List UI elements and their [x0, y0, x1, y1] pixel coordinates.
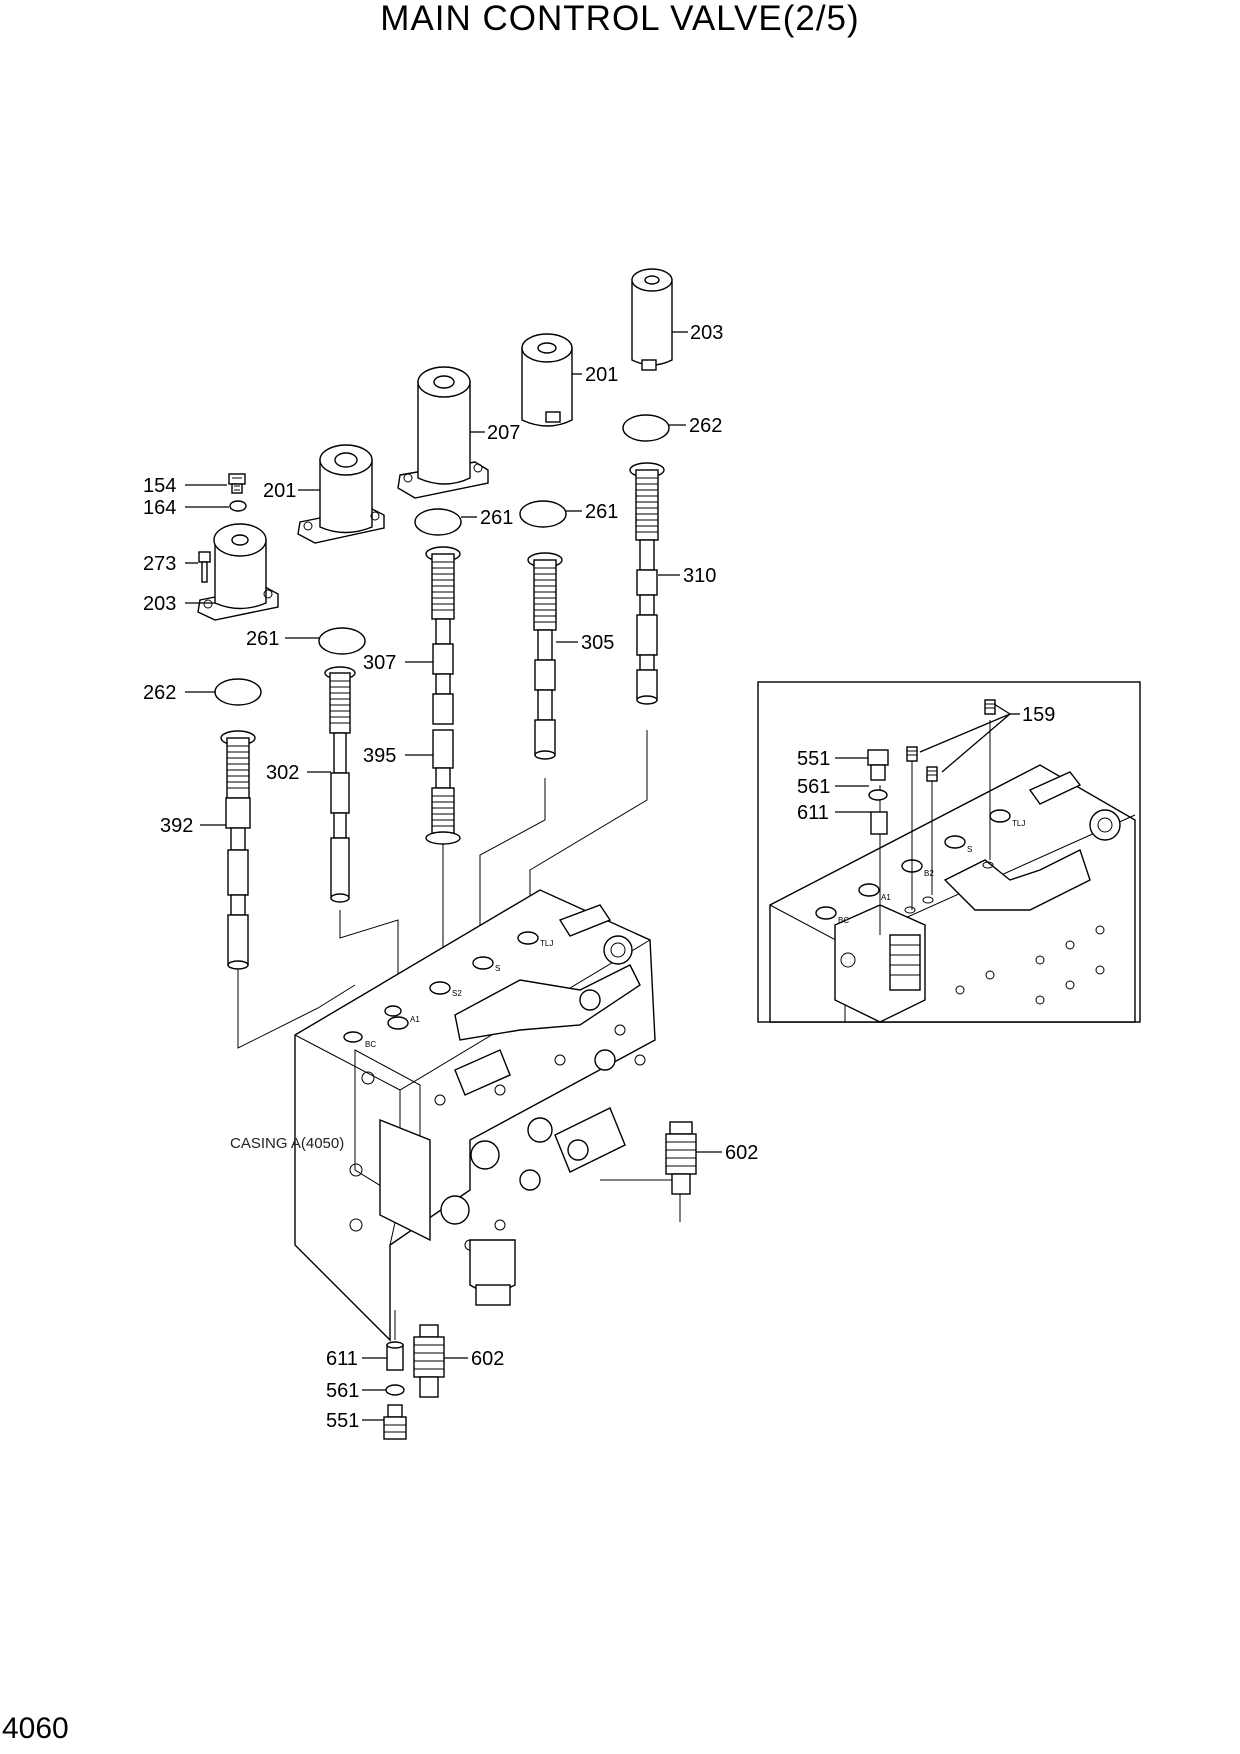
callout-305: 305	[581, 632, 614, 654]
inset-port-mark-a1: A1	[881, 893, 891, 902]
port-mark-tl: TLJ	[540, 939, 553, 948]
callout-561-bottom: 561	[326, 1380, 359, 1402]
inset-port-mark-bc: BC	[838, 916, 849, 925]
spool-307	[425, 546, 461, 725]
cap-201-mid	[521, 333, 573, 427]
cap-201-left	[297, 444, 385, 544]
callout-201-mid: 201	[585, 364, 618, 386]
spool-395	[425, 729, 461, 845]
callout-201-left: 201	[263, 480, 296, 502]
callout-611-bottom: 611	[326, 1348, 358, 1370]
page-number: 4060	[2, 1712, 69, 1745]
cap-207	[397, 366, 489, 499]
plug-551-bottom	[383, 1404, 407, 1440]
callout-551-bottom: 551	[326, 1410, 359, 1432]
callout-310: 310	[683, 565, 716, 587]
relief-valve-602-bottom	[413, 1324, 445, 1398]
callout-154: 154	[143, 475, 176, 497]
callout-159: 159	[1022, 704, 1055, 726]
callout-261-mid: 261	[480, 507, 513, 529]
callout-307: 307	[363, 652, 396, 674]
callout-262-left: 262	[143, 682, 176, 704]
callout-561-inset: 561	[797, 776, 830, 798]
relief-valve-602-right	[665, 1121, 697, 1195]
o-ring-561-bottom	[385, 1384, 405, 1396]
bolt-273	[198, 551, 211, 583]
callout-273: 273	[143, 553, 176, 575]
page-title: MAIN CONTROL VALVE(2/5)	[380, 0, 860, 38]
callout-611-inset: 611	[797, 802, 829, 824]
spool-305	[527, 552, 563, 760]
port-mark-a1: A1	[410, 1015, 420, 1024]
port-mark-s2: S2	[452, 989, 462, 998]
spool-310	[629, 462, 665, 705]
port-mark-s: S	[495, 964, 500, 973]
callout-207: 207	[487, 422, 520, 444]
o-ring-262-left	[214, 678, 262, 706]
spool-392	[220, 730, 256, 970]
callout-302: 302	[266, 762, 299, 784]
callout-261-left: 261	[246, 628, 279, 650]
o-ring-262-right	[622, 414, 670, 442]
callout-leaders	[185, 331, 871, 1421]
callout-392: 392	[160, 815, 193, 837]
o-ring-261-mid	[414, 508, 462, 536]
callout-labels: 154 164 273 203 201 207 201 203 262 261 …	[143, 322, 1055, 1432]
port-mark-bc: BC	[365, 1040, 376, 1049]
cap-203-left	[197, 523, 279, 621]
bolt-154	[228, 473, 246, 494]
plug-611-bottom	[386, 1341, 404, 1371]
callout-602-right: 602	[725, 1142, 758, 1164]
cap-203-right	[631, 268, 673, 371]
callout-262-right: 262	[689, 415, 722, 437]
o-ring-164	[229, 500, 247, 512]
callout-261-right: 261	[585, 501, 618, 523]
callout-551-inset: 551	[797, 748, 830, 770]
callout-602-bottom: 602	[471, 1348, 504, 1370]
inset-port-mark-tl: TLJ	[1012, 819, 1025, 828]
callout-203-right: 203	[690, 322, 723, 344]
casing-block: BC A1 S2 S TLJ	[294, 889, 656, 1342]
callout-395: 395	[363, 745, 396, 767]
inset-port-mark-s: S	[967, 845, 972, 854]
spool-302	[324, 666, 356, 903]
o-ring-261-left	[318, 627, 366, 655]
callout-164: 164	[143, 497, 176, 519]
inset-port-mark-b2: B2	[924, 869, 934, 878]
inset-detail: BC A1 B2 S TLJ	[757, 681, 1141, 1023]
o-ring-261-right	[519, 500, 567, 528]
casing-label: CASING A(4050)	[230, 1135, 344, 1152]
callout-203-left: 203	[143, 593, 176, 615]
